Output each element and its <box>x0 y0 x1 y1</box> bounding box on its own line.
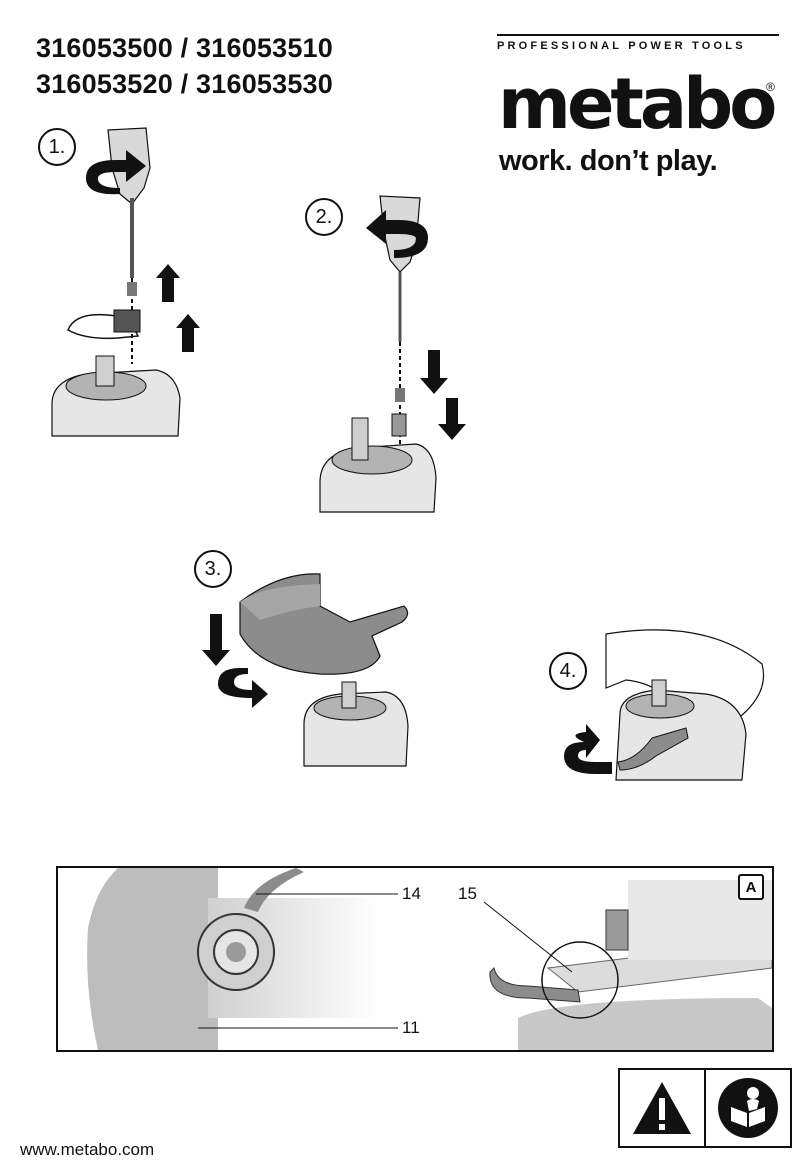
step-1-illustration <box>51 127 200 437</box>
figure-a-illustration <box>87 868 772 1050</box>
step-3-illustration <box>202 573 409 767</box>
wheel-guard-icon <box>239 573 409 675</box>
step-2-illustration <box>319 195 466 513</box>
warning-triangle-icon <box>633 1082 691 1134</box>
arrow-down-icon <box>420 350 448 394</box>
model-line-2: 316053520 / 316053530 <box>36 69 333 99</box>
brand-slogan: work. don’t play. <box>499 145 718 177</box>
read-manual-icon <box>718 1078 778 1138</box>
arrow-up-icon <box>156 264 180 302</box>
step-2-number: 2. <box>305 198 343 236</box>
callout-14: 14 <box>402 884 421 903</box>
rotate-icon <box>564 724 612 774</box>
safety-icons-box <box>618 1068 792 1148</box>
arrow-down-icon <box>438 398 466 440</box>
callout-11: 11 <box>402 1018 420 1037</box>
step-1-number: 1. <box>38 128 76 166</box>
model-line-1: 316053500 / 316053510 <box>36 33 333 63</box>
website-link[interactable]: www.metabo.com <box>20 1140 155 1159</box>
manual-cell <box>704 1070 790 1146</box>
figure-a-panel: 14 15 11 A <box>56 866 774 1052</box>
rotate-counterclockwise-icon <box>366 210 428 258</box>
step-4-number: 4. <box>549 652 587 690</box>
clamp-lever-icon <box>617 727 689 771</box>
brand-tagline: PROFESSIONAL POWER TOOLS <box>497 34 779 52</box>
step-3-number: 3. <box>194 550 232 588</box>
arrow-up-icon <box>176 314 200 352</box>
warning-cell <box>620 1070 704 1146</box>
figure-label: A <box>738 874 764 900</box>
model-numbers: 316053500 / 316053510 316053520 / 316053… <box>36 30 333 102</box>
rotate-icon <box>218 668 268 708</box>
step-4-illustration <box>564 629 765 781</box>
brand-logo: metabo <box>498 63 777 145</box>
rotate-clockwise-icon <box>86 150 146 195</box>
arrow-down-icon <box>202 614 230 666</box>
callout-15: 15 <box>458 884 477 903</box>
registered-mark: ® <box>766 80 775 94</box>
